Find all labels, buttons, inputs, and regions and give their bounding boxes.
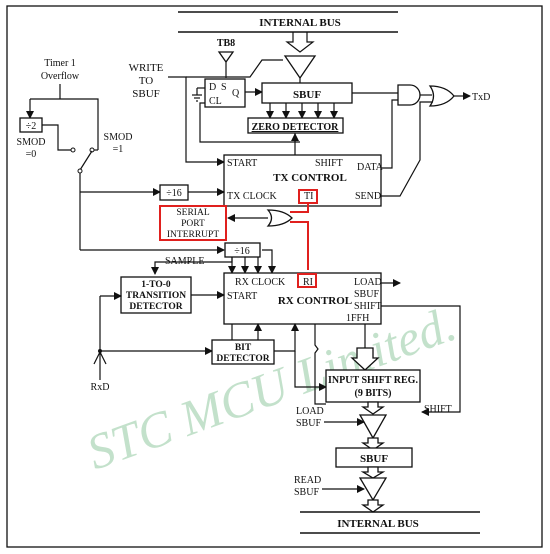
load-label-2: SBUF bbox=[296, 418, 321, 429]
spi-label-1: SERIAL bbox=[176, 208, 209, 218]
rx-shift-label: SHIFT bbox=[354, 301, 382, 312]
isr-out-arrow bbox=[360, 401, 386, 415]
outer-frame bbox=[6, 5, 543, 548]
write-label-1: WRITE bbox=[129, 62, 164, 74]
div2-label: ÷2 bbox=[26, 121, 37, 132]
rx-to-shiftreg bbox=[314, 324, 326, 405]
tx-control-block bbox=[223, 154, 382, 207]
rxd-label: RxD bbox=[91, 382, 110, 393]
bd-to-shiftreg bbox=[294, 351, 327, 391]
bd-label-1: BIT bbox=[235, 343, 252, 353]
rx-ri-label: RI bbox=[303, 277, 313, 288]
serial-port-interrupt-box bbox=[159, 205, 227, 241]
div16-tx-label: ÷16 bbox=[166, 188, 182, 199]
write-to-buffer-line bbox=[186, 59, 283, 78]
tx-ti-label: TI bbox=[304, 191, 313, 202]
sbuf-rx-out-arrow bbox=[360, 466, 386, 479]
bd-label-2: DETECTOR bbox=[216, 354, 269, 364]
load-to-sbuf-arrow bbox=[360, 437, 386, 451]
zero-detector-label: ZERO DETECTOR bbox=[252, 122, 340, 133]
internal-bus-top-label: INTERNAL BUS bbox=[259, 17, 341, 29]
timer-bus bbox=[30, 98, 99, 142]
rxd-arrowhead bbox=[93, 350, 107, 365]
rx-clock-label: RX CLOCK bbox=[235, 277, 286, 288]
smod1-label-1: SMOD bbox=[104, 132, 133, 143]
shift-bottom-label: SHIFT bbox=[424, 404, 452, 415]
dff-clear-line bbox=[199, 102, 300, 143]
sbuf-tx-label: SBUF bbox=[293, 89, 321, 101]
smod1-label-2: =1 bbox=[113, 144, 124, 155]
bd-out-up bbox=[274, 323, 299, 352]
timer-label-1: Timer 1 bbox=[44, 58, 76, 69]
dff-q: Q bbox=[232, 88, 240, 99]
or-gate-txd bbox=[428, 85, 455, 107]
d-flip-flop bbox=[204, 78, 246, 108]
spi-label-2: PORT bbox=[181, 219, 205, 229]
td-label-2: TRANSITION bbox=[126, 291, 186, 301]
ffh-hollow-arrow bbox=[350, 347, 380, 371]
spi-label-3: INTERRUPT bbox=[167, 230, 219, 240]
div16-rx-label: ÷16 bbox=[234, 246, 250, 257]
write-to-txcontrol-line bbox=[168, 76, 225, 166]
bit-detector bbox=[211, 339, 275, 365]
timer-label-2: Overflow bbox=[41, 71, 80, 82]
dff-d: D bbox=[209, 82, 216, 93]
load-buffer bbox=[358, 414, 388, 440]
tx-start-label: START bbox=[227, 158, 257, 169]
ffh-label: 1FFH bbox=[346, 313, 369, 324]
tb8-buffer bbox=[217, 51, 235, 64]
sbuf-rx-label: SBUF bbox=[360, 453, 388, 465]
tx-control-title: TX CONTROL bbox=[273, 172, 347, 184]
or-gate-interrupt bbox=[266, 209, 293, 227]
tx-send-label: SEND bbox=[355, 191, 381, 202]
write-label-3: SBUF bbox=[132, 88, 160, 100]
write-label-2: TO bbox=[139, 75, 154, 87]
switch-contact-left bbox=[70, 147, 76, 153]
and-gate-1 bbox=[397, 84, 421, 106]
input-shift-register bbox=[325, 369, 421, 403]
smod0-label-2: =0 bbox=[26, 149, 37, 160]
load-label-1: LOAD bbox=[296, 406, 324, 417]
read-buffer bbox=[358, 477, 388, 502]
dff-cl: CL bbox=[209, 96, 222, 107]
txd-label: TxD bbox=[472, 92, 490, 103]
tx-data-line bbox=[380, 99, 398, 169]
isr-label-2: (9 BITS) bbox=[355, 388, 392, 399]
read-label-2: SBUF bbox=[294, 487, 319, 498]
tx-shift-label: SHIFT bbox=[315, 158, 343, 169]
sample-line bbox=[151, 257, 233, 275]
read-label-1: READ bbox=[294, 475, 321, 486]
ti-to-or bbox=[290, 203, 309, 213]
td-label-3: DETECTOR bbox=[129, 302, 182, 312]
rx-load-label-2: SBUF bbox=[354, 289, 379, 300]
tb8-label: TB8 bbox=[217, 38, 235, 49]
tx-send-line bbox=[380, 101, 433, 197]
switch-blade bbox=[79, 150, 93, 171]
div2-out bbox=[42, 124, 72, 151]
rx-load-label-1: LOAD bbox=[354, 277, 382, 288]
smod0-label-1: SMOD bbox=[17, 137, 46, 148]
bus-arrow-top bbox=[285, 32, 315, 53]
ri-highlight bbox=[297, 273, 317, 288]
tx-input-buffer bbox=[283, 55, 317, 80]
td-label-1: 1-TO-0 bbox=[141, 280, 171, 290]
div16-rx bbox=[224, 242, 261, 258]
tx-data-label: DATA bbox=[357, 162, 384, 173]
div16rx-loop bbox=[262, 249, 273, 257]
ri-to-or bbox=[290, 221, 309, 270]
read-to-bus-arrow bbox=[360, 499, 386, 513]
isr-label-1: INPUT SHIFT REG. bbox=[328, 375, 418, 386]
switch-pivot bbox=[77, 168, 83, 174]
internal-bus-bottom-label: INTERNAL BUS bbox=[337, 518, 419, 530]
rx-control-title: RX CONTROL bbox=[278, 295, 352, 307]
dff-s: S bbox=[221, 82, 227, 93]
tx-clock-label: TX CLOCK bbox=[227, 191, 278, 202]
rx-shift-out bbox=[381, 305, 461, 416]
rx-start-label: START bbox=[227, 291, 257, 302]
rx-control-block bbox=[223, 272, 382, 325]
